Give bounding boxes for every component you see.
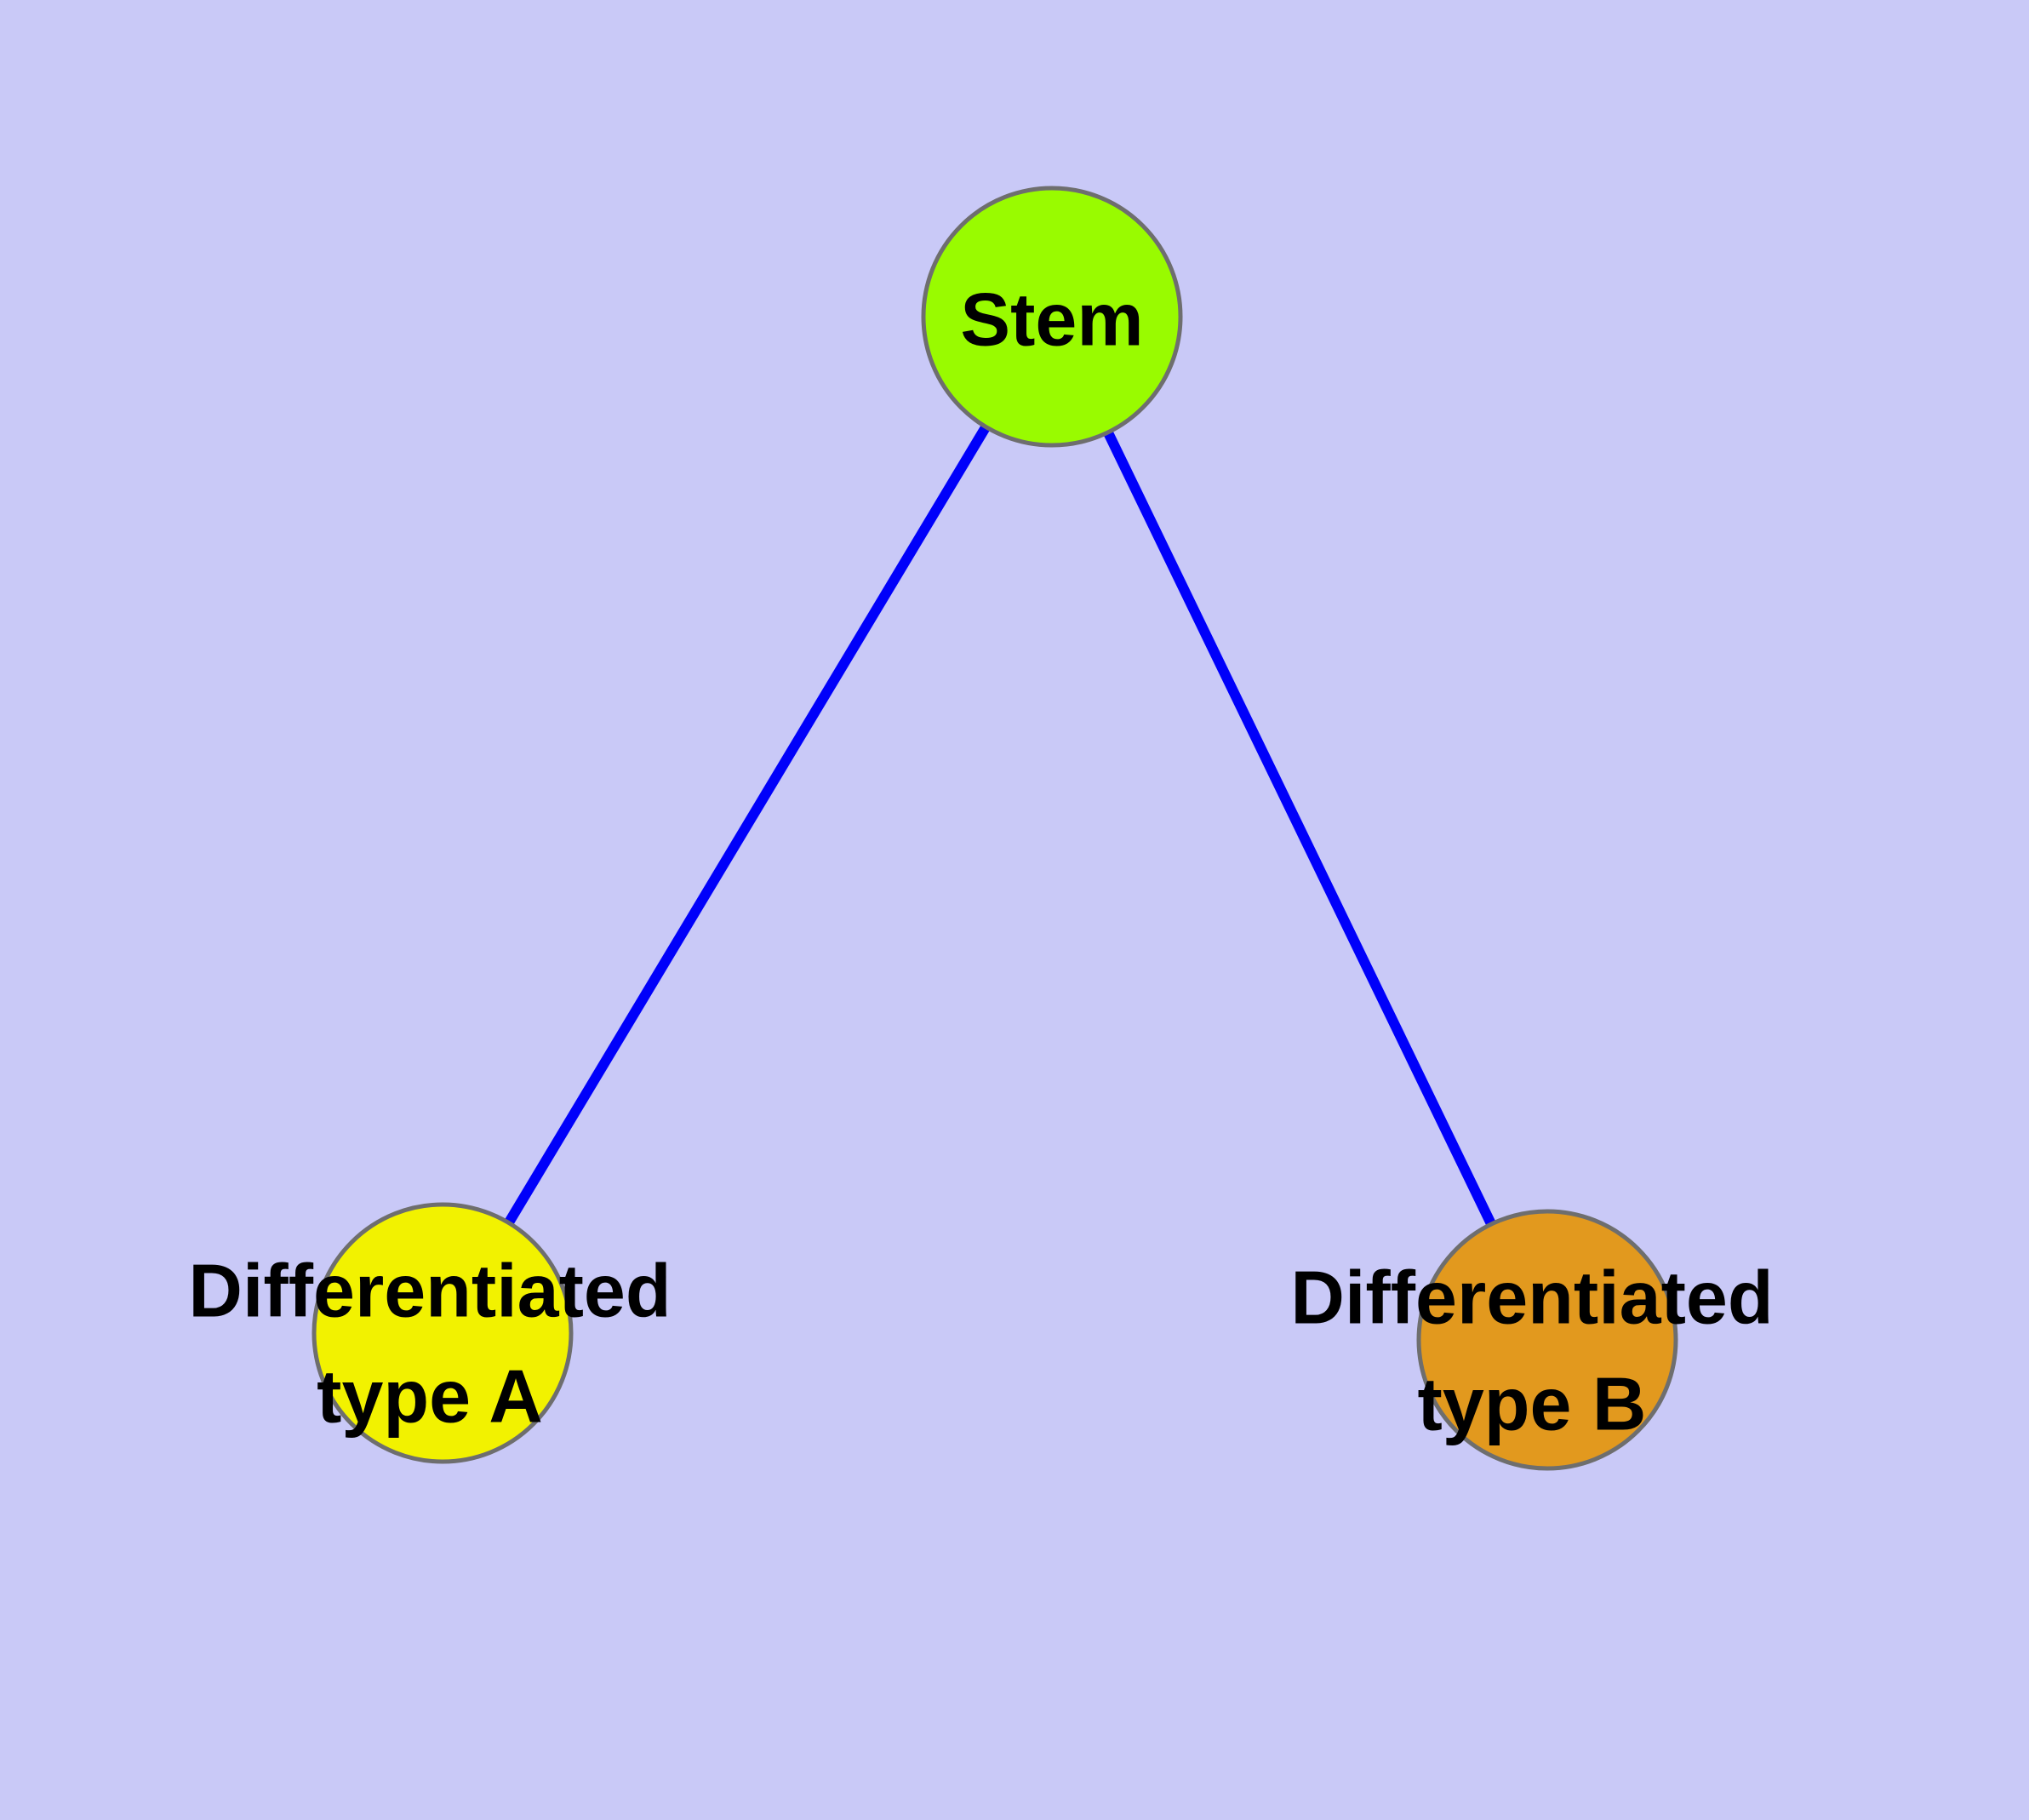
node-differentiated-type-a <box>311 1202 574 1464</box>
node-differentiated-type-b <box>1416 1209 1678 1471</box>
node-type-b-label-line1: Differentiated <box>1290 1256 1773 1340</box>
edge-stem-to-type-b <box>1047 314 1552 1342</box>
node-type-a-label-line2: type A <box>317 1354 543 1439</box>
node-stem-label: Stem <box>960 278 1143 362</box>
node-type-b-label-line2: type B <box>1418 1362 1647 1446</box>
node-stem <box>921 186 1183 448</box>
node-type-a-label-line1: Differentiated <box>188 1249 671 1333</box>
edge-stem-to-type-a <box>437 313 1057 1336</box>
